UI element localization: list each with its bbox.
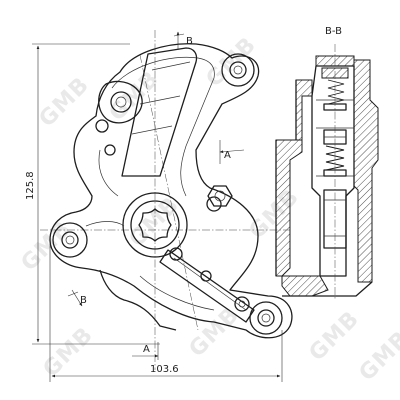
oblique-center-line: [139, 54, 199, 331]
housing-foot: [99, 269, 177, 331]
small-boss: [104, 144, 116, 156]
width-dimension: 103.6: [49, 244, 283, 382]
small-boss: [206, 196, 222, 212]
housing-outline: [49, 43, 293, 339]
watermark-text: GMB: [17, 216, 77, 276]
drive-hub: [122, 192, 188, 258]
section-view-title: B-B: [325, 26, 342, 37]
section-outer-contour: [275, 80, 373, 297]
section-bore: [311, 65, 355, 277]
watermark-text: GMB: [185, 302, 245, 362]
section-wall-left: [295, 79, 313, 141]
watermark-text: GMB: [305, 306, 365, 366]
watermark-text: GMB: [245, 184, 305, 244]
width-dimension-label: 103.6: [150, 364, 179, 375]
view-arrow-a-right: A: [219, 140, 245, 164]
view-mark-a-bottom: A: [143, 344, 150, 355]
mount-eye-left: [52, 222, 88, 258]
hex-bolt: [207, 185, 233, 207]
mount-eye-upper-left: [98, 80, 143, 124]
section-cut-b-top: B: [173, 31, 193, 50]
height-dimension: 125.8: [25, 43, 160, 345]
section-wall-left-lower: [275, 139, 303, 277]
watermark-text: GMB: [355, 326, 400, 386]
mount-eye-lower-right: [249, 301, 283, 335]
view-mark-a-right: A: [224, 150, 231, 161]
watermark-layer: GMB GMB GMB GMB GMB GMB GMB GMB GMB GMB: [17, 32, 400, 386]
front-view: [40, 30, 293, 370]
section-cut-b-bottom: B: [67, 289, 87, 307]
boss-edge-line: [131, 125, 173, 135]
housing-inner-rib: [85, 56, 215, 311]
boss-edge-line: [151, 61, 191, 71]
section-mark-b-top: B: [186, 36, 193, 47]
watermark-text: GMB: [39, 322, 99, 382]
top-boss: [121, 47, 198, 177]
view-arrow-a-bottom: A: [132, 342, 159, 360]
section-view-b-b: B-B: [275, 26, 379, 300]
mount-eye-upper-right: [221, 53, 255, 87]
height-dimension-label: 125.8: [25, 171, 36, 200]
watermark-text: GMB: [35, 72, 95, 132]
section-mark-b-bottom: B: [80, 295, 87, 306]
lower-spring: [325, 145, 345, 171]
linkage-arm: [159, 247, 255, 323]
torx-star-bore: [138, 208, 172, 242]
boss-edge-line: [139, 95, 181, 105]
upper-spring: [327, 79, 345, 105]
small-boss: [95, 119, 109, 133]
section-wall-right: [353, 59, 379, 283]
section-wall-bottom: [281, 275, 329, 297]
